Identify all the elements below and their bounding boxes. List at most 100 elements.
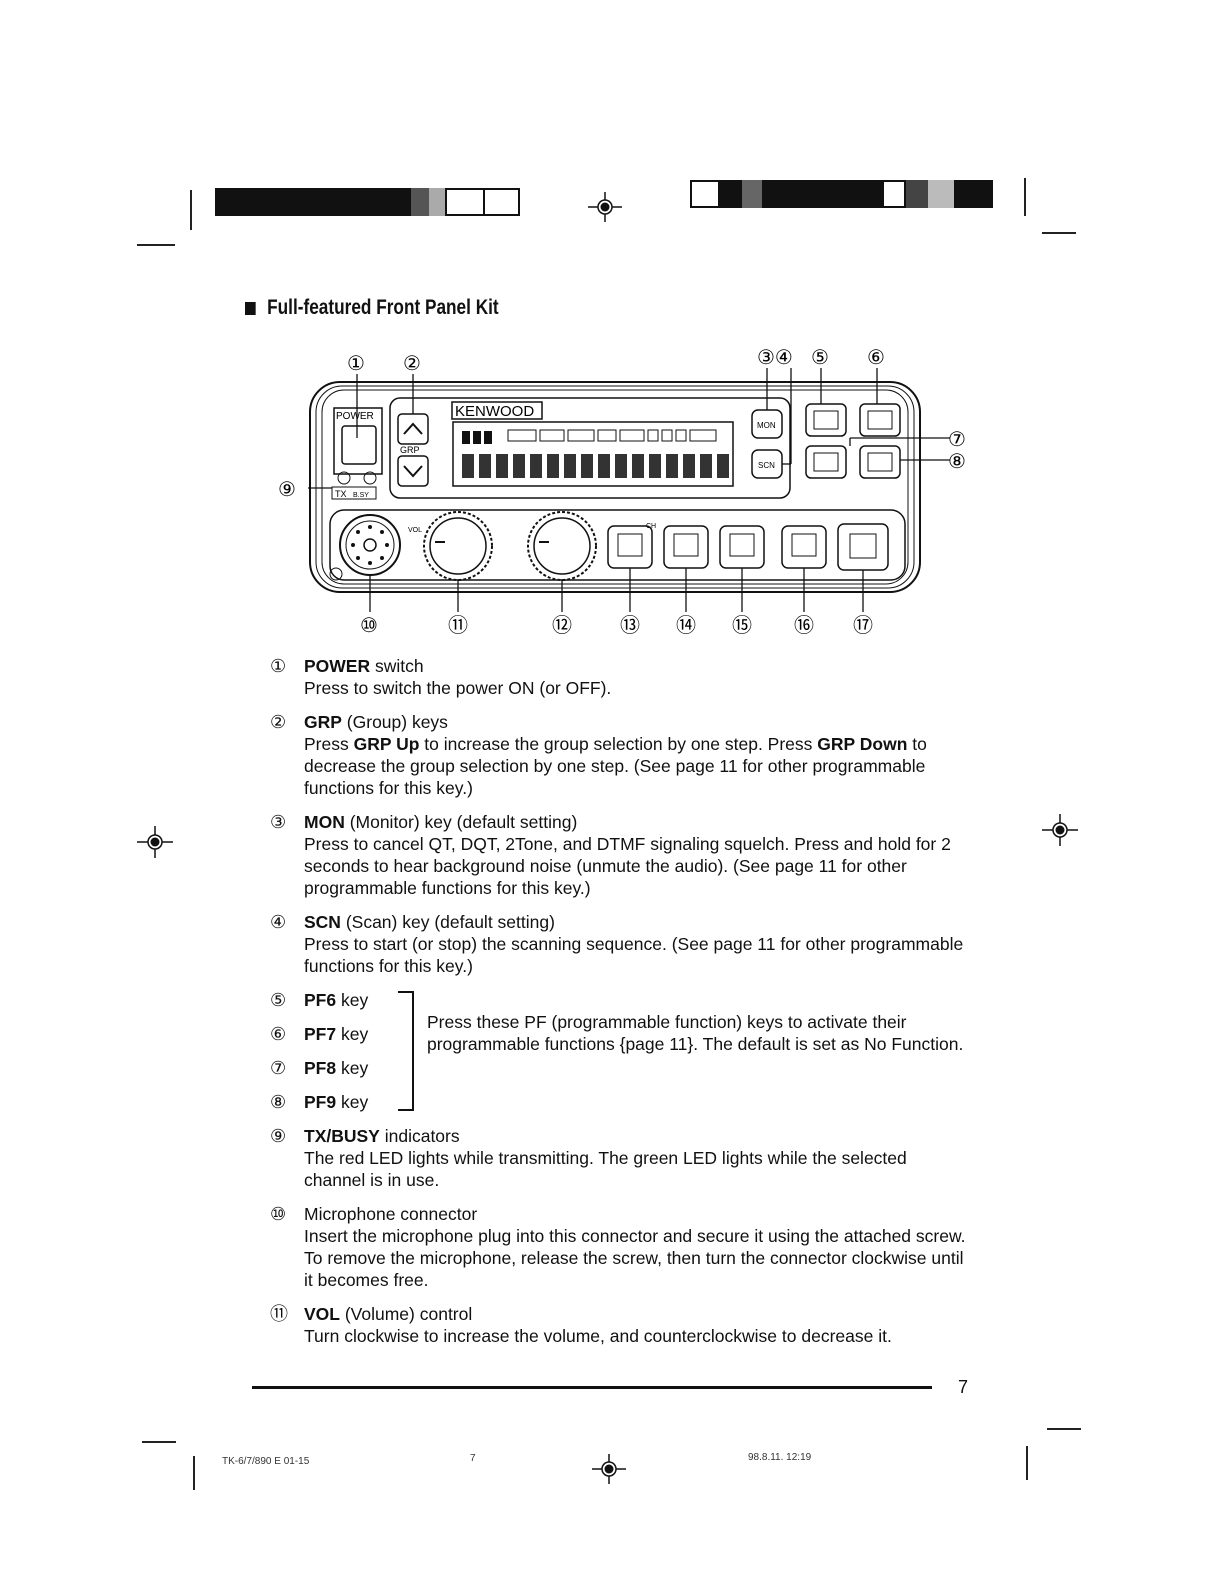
- pf7-key: [859, 403, 901, 437]
- callout-3-4: ③④: [757, 347, 793, 369]
- entry-tx-busy: ⑨ TX/BUSY indicators The red LED lights …: [270, 1125, 970, 1191]
- lower-key-17: [837, 523, 889, 571]
- entry-title: SCN: [304, 912, 341, 932]
- lcd-indicator-row: [462, 429, 717, 444]
- callout-16: ⑯: [794, 614, 814, 637]
- entry-body: Turn clockwise to increase the volume, a…: [304, 1326, 892, 1346]
- entry-title: MON: [304, 812, 345, 832]
- bottom-rule: [252, 1386, 932, 1389]
- pf8-key: [805, 445, 847, 479]
- callout-12: ⑫: [552, 614, 572, 637]
- crop-mark: [190, 190, 192, 230]
- entry-title-rest: switch: [370, 656, 424, 676]
- registration-mark: [588, 192, 622, 222]
- pf6-key: [805, 403, 847, 437]
- callout-1: ①: [347, 353, 365, 375]
- lower-key-16: [781, 525, 827, 569]
- entry-mon: ③ MON (Monitor) key (default setting) Pr…: [270, 811, 970, 899]
- power-label: POWER: [336, 411, 374, 422]
- entry-body: Press to start (or stop) the scanning se…: [304, 934, 964, 976]
- entry-body: Press to cancel QT, DQT, 2Tone, and DTMF…: [304, 834, 951, 898]
- key-descriptions: ① POWER switch Press to switch the power…: [270, 655, 970, 1359]
- chevron-down-icon: [403, 465, 423, 478]
- page-number: 7: [958, 1377, 969, 1397]
- entry-title-rest: (Monitor) key (default setting): [344, 812, 578, 832]
- chevron-up-icon: [403, 422, 423, 435]
- brand-logo: KENWOOD: [455, 403, 534, 420]
- entry-title-rest: indicators: [379, 1126, 460, 1146]
- callout-7: ⑦: [948, 429, 966, 451]
- callout-9: ⑨: [278, 479, 296, 501]
- busy-label: B.SY: [353, 492, 369, 499]
- registration-mark: [592, 1454, 626, 1484]
- entry-number: ①: [270, 656, 287, 676]
- bullet-icon: [245, 301, 256, 315]
- entry-title-rest: (Scan) key (default setting): [340, 912, 555, 932]
- callout-15: ⑮: [732, 614, 752, 637]
- crop-mark: [137, 244, 175, 246]
- entry-body: Press to switch the power ON (or OFF).: [304, 678, 612, 698]
- scn-label: SCN: [758, 461, 775, 470]
- lower-key-14: [663, 525, 709, 569]
- entry-number: ②: [270, 712, 287, 732]
- callout-8: ⑧: [948, 451, 966, 473]
- print-color-bar-right: [690, 180, 993, 208]
- grp-down-key: [397, 455, 429, 487]
- vol-label: VOL: [408, 527, 422, 534]
- entry-title: GRP: [304, 712, 342, 732]
- ch-label: CH: [646, 523, 656, 530]
- section-title: Full-featured Front Panel Kit: [245, 296, 499, 320]
- lower-key-13: [607, 525, 653, 569]
- lower-key-15: [719, 525, 765, 569]
- entry-grp: ② GRP (Group) keys Press GRP Up to incre…: [270, 711, 970, 799]
- entry-title-rest: (Group) keys: [341, 712, 448, 732]
- entry-number: ⑪: [270, 1304, 288, 1324]
- entry-title: TX/BUSY: [304, 1126, 380, 1146]
- crop-mark: [193, 1456, 195, 1490]
- pf9-key: [859, 445, 901, 479]
- entry-title-rest: (Volume) control: [339, 1304, 473, 1324]
- callout-14: ⑭: [676, 614, 696, 637]
- entry-body: Press GRP Up to increase the group selec…: [304, 734, 927, 798]
- entry-title: VOL: [304, 1304, 340, 1324]
- callout-17: ⑰: [853, 614, 873, 637]
- callout-6: ⑥: [867, 347, 885, 369]
- entry-vol: ⑪ VOL (Volume) control Turn clockwise to…: [270, 1303, 970, 1347]
- section-title-text: Full-featured Front Panel Kit: [267, 296, 499, 319]
- crop-mark: [1047, 1428, 1081, 1430]
- footer-left: TK-6/7/890 E 01-15: [222, 1456, 310, 1467]
- vol-knob: [423, 511, 493, 581]
- lcd-segment-row: [462, 454, 729, 478]
- entry-power: ① POWER switch Press to switch the power…: [270, 655, 970, 699]
- mon-label: MON: [757, 421, 776, 430]
- entry-body: The red LED lights while transmitting. T…: [304, 1148, 907, 1190]
- footer-center: 7: [470, 1453, 476, 1464]
- crop-mark: [1026, 1446, 1028, 1480]
- microphone-connector: [339, 514, 401, 576]
- callout-2: ②: [403, 353, 421, 375]
- front-panel-diagram: KENWOOD POWER TX B.SY GRP MON SCN: [278, 347, 966, 637]
- callout-10: ⑩: [360, 615, 378, 637]
- entry-number: ⑨: [270, 1126, 287, 1146]
- tx-label: TX: [335, 489, 347, 499]
- callout-5: ⑤: [811, 347, 829, 369]
- footer-right: 98.8.11. 12:19: [748, 1452, 812, 1463]
- entry-number: ⑩: [270, 1204, 287, 1224]
- power-button: [341, 425, 377, 465]
- pf-description: Press these PF (programmable function) k…: [427, 1012, 964, 1054]
- pf-bracket: [398, 991, 414, 1111]
- grp-label: GRP: [400, 445, 420, 455]
- crop-mark: [1042, 232, 1076, 234]
- entry-number: ④: [270, 912, 287, 932]
- crop-mark: [142, 1441, 176, 1443]
- registration-mark: [1042, 814, 1078, 846]
- entry-microphone: ⑩ Microphone connector Insert the microp…: [270, 1203, 970, 1291]
- registration-mark: [137, 826, 173, 858]
- callout-11: ⑪: [448, 614, 468, 637]
- print-color-bar-left: [215, 188, 520, 216]
